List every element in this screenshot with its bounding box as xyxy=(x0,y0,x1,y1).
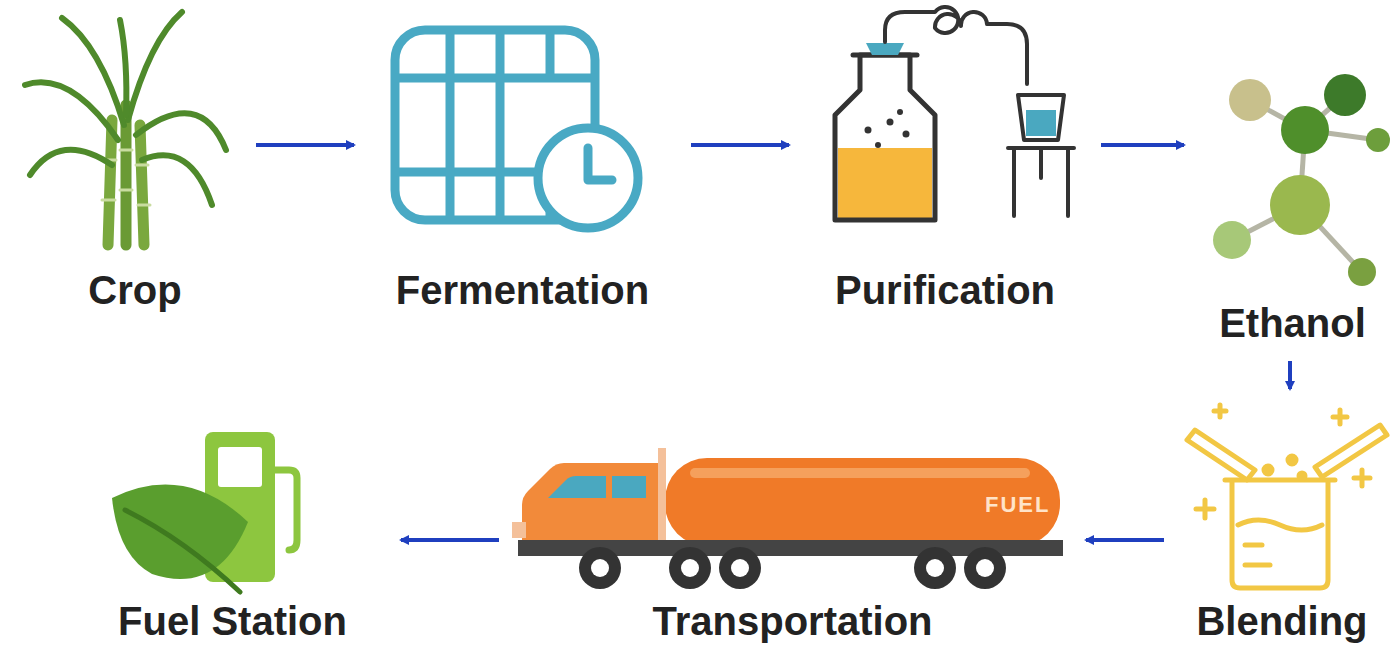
flow-arrow xyxy=(1101,143,1184,147)
tank-text: FUEL xyxy=(985,492,1050,518)
sugarcane-icon xyxy=(25,12,226,245)
step-label: Blending xyxy=(1170,598,1394,644)
flow-arrow xyxy=(691,143,789,147)
process-step: Blending xyxy=(1170,395,1394,645)
step-label: Purification xyxy=(795,267,1095,313)
distillation-icon xyxy=(835,7,1074,220)
flow-arrow xyxy=(1288,361,1292,389)
flow-arrow xyxy=(1086,538,1164,542)
flow-arrow xyxy=(256,143,354,147)
process-step: Purification xyxy=(795,5,1095,310)
step-label: Transportation xyxy=(505,598,1080,644)
process-step: Fuel Station xyxy=(70,415,395,645)
step-label: Ethanol xyxy=(1190,300,1395,346)
blending-icon xyxy=(1187,405,1387,588)
barrel-icon xyxy=(395,30,638,228)
step-label: Fermentation xyxy=(360,267,685,313)
process-step: Ethanol xyxy=(1190,60,1395,355)
process-step: Crop xyxy=(20,5,250,310)
flow-arrow xyxy=(401,538,499,542)
step-label: Fuel Station xyxy=(70,598,395,644)
fuel-pump-icon xyxy=(112,432,297,592)
molecule-icon xyxy=(1213,74,1390,286)
process-step: Transportation xyxy=(505,440,1080,645)
truck-icon xyxy=(512,448,1063,589)
step-label: Crop xyxy=(20,267,250,313)
process-step: Fermentation xyxy=(360,5,685,310)
